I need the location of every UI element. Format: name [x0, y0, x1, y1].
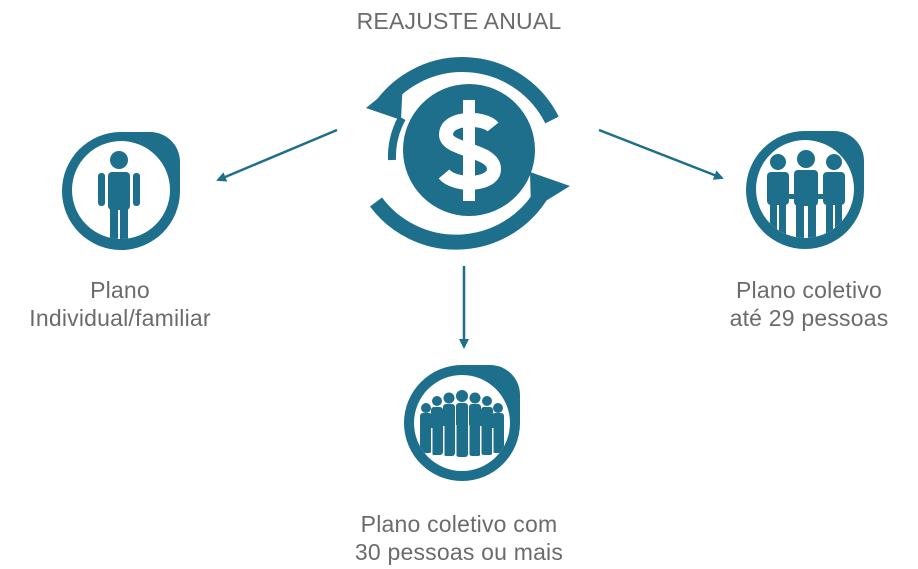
single-person-icon [98, 151, 140, 239]
large-group-plan-label-line2: 30 pessoas ou mais [354, 539, 564, 565]
dollar-cycle-icon [366, 57, 570, 250]
large-group-plan-badge [404, 365, 520, 481]
individual-plan-label: Plano Individual/familiar [5, 276, 235, 332]
diagram-title: REAJUSTE ANUAL [356, 8, 562, 34]
small-group-plan-label-line2: até 29 pessoas [729, 305, 889, 331]
individual-plan-badge [62, 132, 180, 250]
crowd-icon [420, 390, 504, 457]
small-group-plan-badge [746, 131, 864, 249]
large-group-plan-label: Plano coletivo com 30 pessoas ou mais [329, 510, 589, 566]
individual-plan-label-line1: Plano [90, 277, 150, 303]
large-group-plan-label-line1: Plano coletivo com [360, 511, 558, 537]
dollar-icon [438, 100, 502, 201]
three-people-icon [767, 150, 845, 238]
small-group-plan-label: Plano coletivo até 29 pessoas [700, 276, 918, 332]
arrow-to-small-group [598, 128, 724, 180]
arrow-to-individual [216, 128, 338, 182]
individual-plan-label-line2: Individual/familiar [29, 305, 211, 331]
small-group-plan-label-line1: Plano coletivo [736, 277, 882, 303]
